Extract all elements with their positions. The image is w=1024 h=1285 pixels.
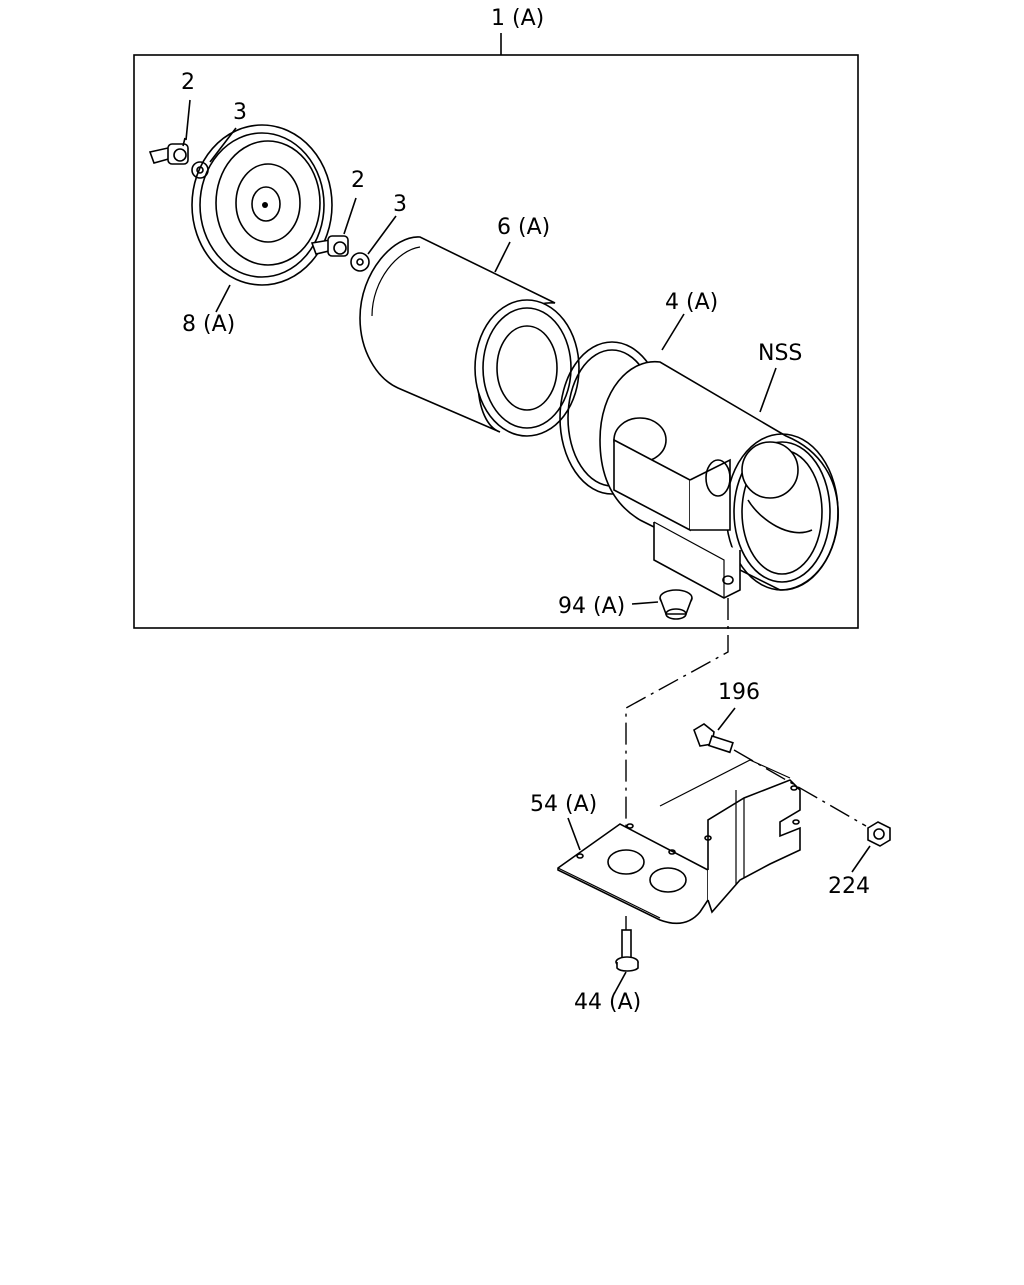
leader-bolt-44	[613, 971, 627, 995]
leader-washer-top	[209, 127, 237, 163]
bolt-44	[615, 929, 639, 972]
wing-bolt-top	[148, 137, 189, 165]
leader-element	[494, 241, 511, 273]
leader-bolt-top	[185, 99, 191, 141]
housing-body	[599, 360, 839, 599]
filter-element	[359, 236, 580, 437]
callout-gasket: 4 (A)	[665, 290, 719, 315]
callout-wing-bolt-mid: 2	[351, 168, 365, 193]
leader-gasket	[661, 313, 685, 351]
leader-body	[759, 367, 777, 413]
callout-washer-mid: 3	[393, 192, 407, 217]
washer-top	[191, 161, 209, 179]
alignment-line-196	[733, 749, 867, 827]
leader-washer-mid	[367, 215, 397, 255]
nut-224	[867, 821, 891, 847]
valve	[659, 589, 693, 620]
leader-bolt-196	[717, 707, 736, 731]
callout-wing-bolt-top: 2	[181, 70, 195, 95]
leader-cover	[215, 284, 231, 313]
assembly-frame	[133, 54, 859, 629]
callout-washer-top: 3	[233, 100, 247, 125]
bolt-196	[693, 723, 734, 754]
end-cover	[191, 124, 333, 286]
leader-nut	[851, 845, 871, 873]
callout-assembly: 1 (A)	[491, 6, 545, 31]
leader-valve	[631, 601, 659, 605]
bracket	[557, 759, 801, 925]
wing-bolt-mid	[310, 235, 349, 257]
callout-element: 6 (A)	[497, 215, 551, 240]
callout-bolt-196: 196	[718, 680, 760, 705]
alignment-line	[625, 598, 729, 890]
callout-nut: 224	[828, 874, 870, 899]
callout-body: NSS	[758, 341, 803, 366]
washer-mid	[350, 252, 370, 272]
callout-bracket: 54 (A)	[530, 792, 598, 817]
leader-bracket	[567, 817, 581, 851]
leader-bolt-mid	[343, 197, 357, 235]
callout-valve: 94 (A)	[558, 594, 626, 619]
callout-cover: 8 (A)	[182, 312, 236, 337]
callout-bolt-44: 44 (A)	[574, 990, 642, 1015]
